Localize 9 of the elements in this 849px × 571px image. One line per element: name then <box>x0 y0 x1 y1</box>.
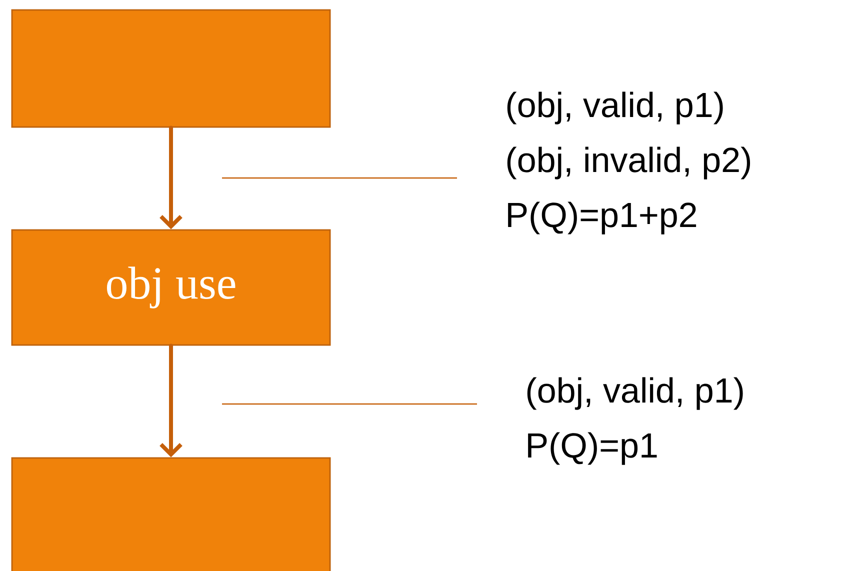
arrow <box>160 344 182 458</box>
annotation-text: (obj, valid, p1) P(Q)=p1 <box>527 377 743 465</box>
arrow <box>160 126 182 230</box>
leader-line <box>222 177 457 179</box>
process-box <box>11 457 331 571</box>
annotation-text: (obj, valid, p1) (obj, invalid, p2) P(Q)=p1+p2 <box>507 92 750 234</box>
process-box: obj use <box>11 229 331 346</box>
leader-line <box>222 403 477 405</box>
process-box <box>11 9 331 128</box>
